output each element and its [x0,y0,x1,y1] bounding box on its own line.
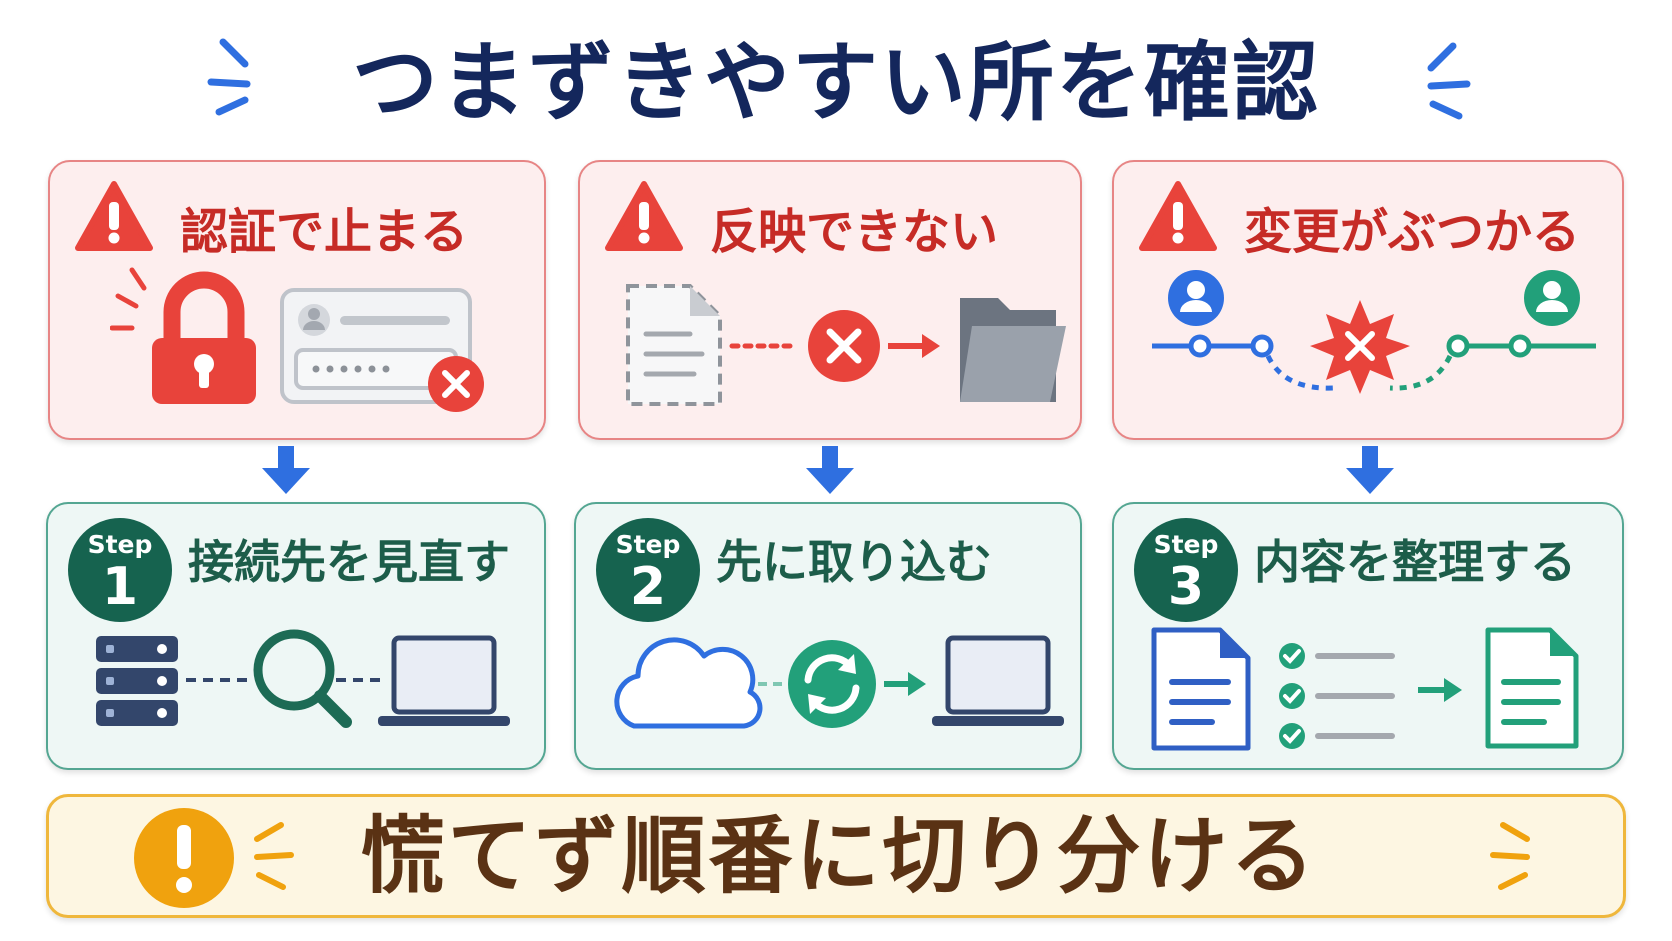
page-title: つまずきやすい所を確認 [352,33,1320,133]
right-burst-icon [1427,42,1471,120]
checklist-icon [1279,643,1395,749]
login-form-icon [280,288,484,412]
step-badge-number: 3 [1167,557,1205,617]
document-icon [1151,627,1251,751]
step-badge-word: Step [87,530,153,559]
sync-failure-illustration [626,284,1066,406]
down-arrow-icon [1346,446,1394,494]
step-badge: Step 3 [1134,518,1238,622]
left-burst-icon [254,822,294,890]
laptop-icon [932,635,1064,726]
step-badge: Step 2 [596,518,700,622]
step-card-2: Step 2 先に取り込む [574,502,1082,770]
warning-icon [605,181,683,251]
lock-icon [110,267,256,404]
laptop-icon [378,635,510,726]
cloud-icon [614,637,763,729]
step-card-3: Step 3 内容を整理する [1112,502,1624,770]
step-badge-word: Step [615,530,681,559]
merge-conflict-illustration [1152,270,1596,394]
conclusion-text: 慌てず順番に切り分ける [360,807,1318,905]
right-burst-icon [1490,822,1530,890]
left-burst-icon [207,38,251,116]
pull-first-illustration [614,635,1064,729]
problem-card-conflict: 変更がぶつかる [1112,160,1624,440]
step-title: 先に取り込む [716,535,992,589]
connection-check-illustration [96,629,510,728]
step-card-1: Step 1 接続先を見直す [46,502,546,770]
magnifier-icon [253,629,352,728]
problem-title: 認証で止まる [180,204,469,260]
down-arrow-icon [262,446,310,494]
problem-card-sync: 反映できない [578,160,1082,440]
problem-card-auth: 認証で止まる [48,160,546,440]
organize-illustration [1151,627,1579,751]
document-icon [1485,627,1579,749]
warning-icon [75,181,153,251]
sync-icon [788,640,876,728]
problem-title: 変更がぶつかる [1244,204,1581,260]
exclamation-icon [134,808,234,908]
conclusion-banner: 慌てず順番に切り分ける [46,794,1626,918]
warning-icon [1139,181,1217,251]
down-arrow-icon [806,446,854,494]
step-badge-number: 1 [101,557,139,617]
step-title: 内容を整理する [1254,535,1576,589]
step-badge-word: Step [1153,530,1219,559]
server-icon [96,636,178,726]
step-title: 接続先を見直す [188,535,510,589]
step-badge: Step 1 [68,518,172,622]
step-badge-number: 2 [629,557,667,617]
problem-title: 反映できない [710,204,999,260]
